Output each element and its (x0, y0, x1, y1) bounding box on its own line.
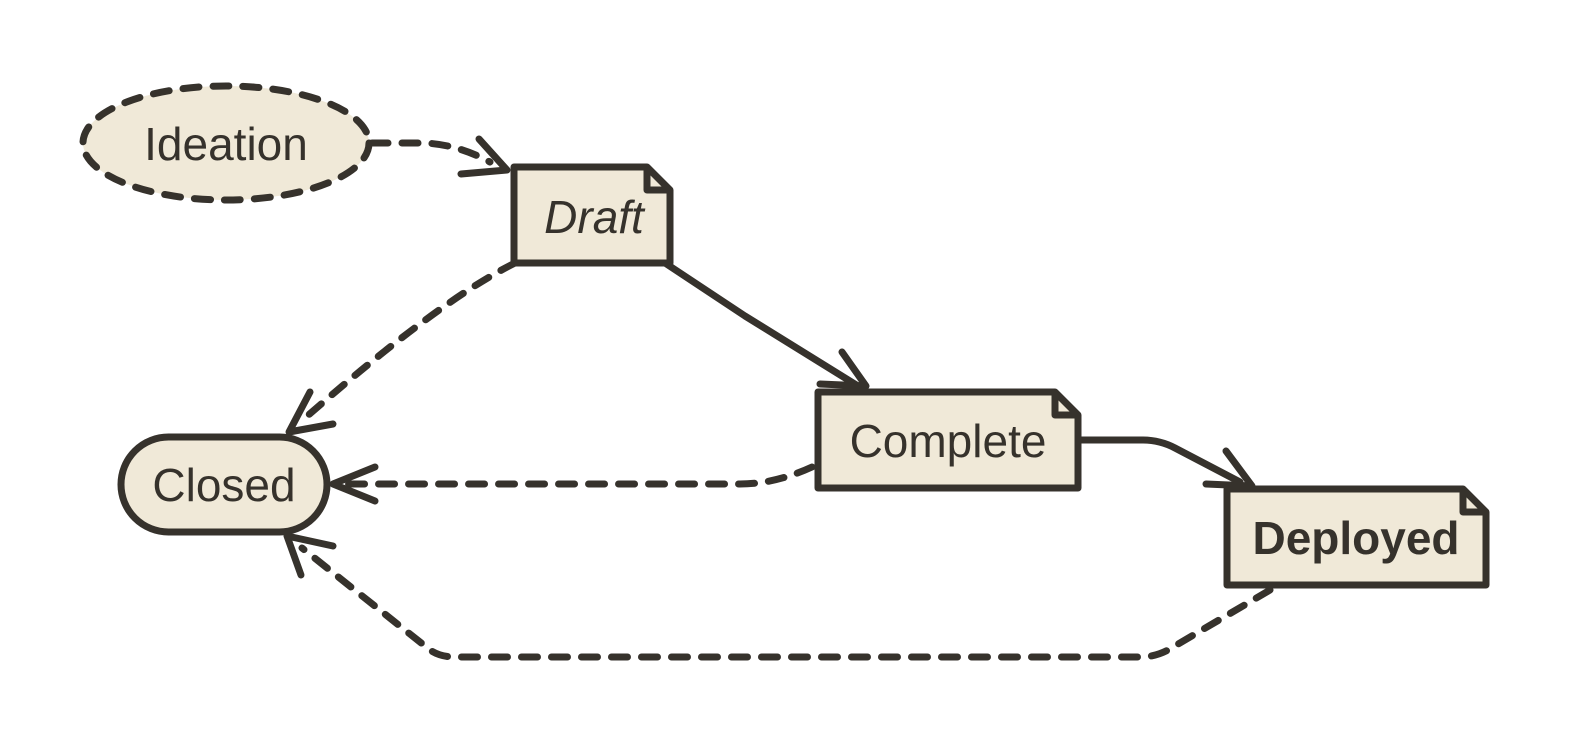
deployed-corner-fold (1459, 489, 1486, 516)
node-draft[interactable]: Draft (510, 163, 674, 267)
deployed-label: Deployed (1252, 512, 1459, 564)
closed-label: Closed (152, 459, 295, 511)
closed-shape (117, 433, 331, 536)
edge-complete-to-closed (331, 463, 816, 488)
draft-label: Draft (544, 191, 646, 243)
draft-shape (510, 163, 674, 267)
arrowhead-draft (457, 135, 511, 178)
draft-corner-fold (643, 167, 670, 194)
arrowheads (283, 135, 1256, 579)
arrowhead-complete (816, 348, 870, 390)
node-ideation[interactable]: Ideation (79, 82, 373, 204)
complete-shape (814, 388, 1082, 492)
edge-complete-to-deployed (1076, 436, 1244, 486)
node-closed[interactable]: Closed (117, 433, 331, 536)
node-complete[interactable]: Complete (814, 388, 1082, 492)
complete-label: Complete (850, 415, 1047, 467)
node-deployed[interactable]: Deployed (1223, 485, 1490, 589)
complete-corner-fold (1051, 392, 1078, 419)
edge-draft-to-closed (301, 259, 519, 422)
arrowhead-closed-from-complete (329, 463, 379, 505)
deployed-shape (1223, 485, 1490, 589)
arrowhead-closed-from-deployed (283, 532, 337, 579)
edge-deployed-to-closed (298, 544, 1274, 661)
edge-draft-to-complete (661, 259, 862, 390)
edge-ideation-to-draft (368, 139, 494, 166)
edges (298, 139, 1274, 661)
ideation-label: Ideation (144, 118, 308, 170)
ideation-shape (79, 82, 373, 204)
arrowhead-closed-from-draft (285, 388, 337, 436)
